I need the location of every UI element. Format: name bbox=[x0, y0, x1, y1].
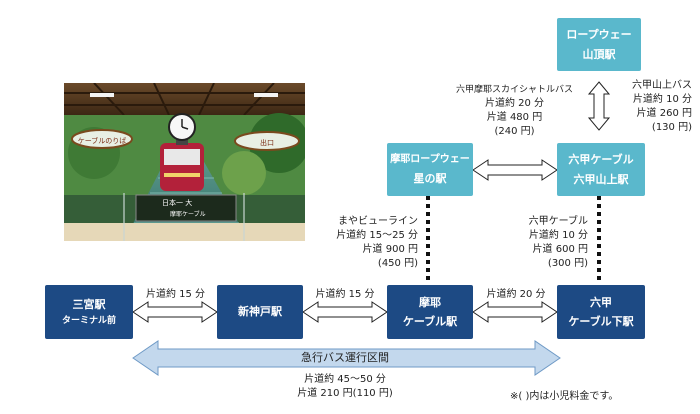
maya-view-line-fare: 片道 900 円 bbox=[362, 244, 418, 255]
skyshuttle-fare: 片道 480 円 bbox=[486, 112, 543, 123]
rokko-cable-child-fare: (300 円) bbox=[547, 258, 588, 269]
station-maya-cable: 摩耶 ケーブル駅 bbox=[387, 285, 473, 339]
station-sannomiya-name: 三宮駅 bbox=[72, 297, 106, 311]
double-arrow-sannomiya-shinkobe bbox=[132, 301, 218, 323]
rokko-cable-name: 六甲ケーブル bbox=[528, 216, 588, 227]
station-rokko-cable-shita: 六甲 ケーブル下駅 bbox=[557, 285, 645, 339]
express-bus-fare: 片道 210 円(110 円) bbox=[297, 388, 393, 399]
ceiling-light-left bbox=[90, 93, 114, 97]
station-sannomiya-sub: ターミナル前 bbox=[61, 315, 116, 326]
station-maya-cable-sub: ケーブル駅 bbox=[402, 315, 458, 328]
maya-view-line-time: 片道約 15～25 分 bbox=[336, 230, 418, 241]
station-maya-ropeway-hoshi-name: 摩耶ロープウェー bbox=[390, 154, 470, 166]
ceiling-light-right bbox=[254, 93, 278, 97]
station-maya-ropeway-hoshi: 摩耶ロープウェー 星の駅 bbox=[387, 143, 473, 196]
segment-sannomiya-shinkobe-time: 片道約 15 分 bbox=[145, 289, 206, 300]
station-shinkobe: 新神戸駅 bbox=[217, 285, 303, 339]
sign-left bbox=[71, 129, 133, 149]
segment-maya-rokko-time: 片道約 20 分 bbox=[486, 289, 546, 300]
station-ropeway-sancho-sub: 山頂駅 bbox=[582, 47, 616, 61]
express-bus-arrow bbox=[132, 340, 561, 376]
station-ropeway-sancho: ロープウェー 山頂駅 bbox=[557, 18, 641, 71]
banner-line2: 摩耶ケーブル bbox=[170, 210, 206, 218]
station-maya-cable-name: 摩耶 bbox=[419, 295, 441, 309]
station-shinkobe-name: 新神戸駅 bbox=[238, 305, 282, 319]
station-rokko-cable-sanjo-name: 六甲ケーブル bbox=[568, 153, 634, 167]
rokko-cable-fare: 片道 600 円 bbox=[532, 244, 588, 255]
express-bus-label: 急行バス運行区間 bbox=[301, 351, 389, 364]
sanjo-bus-name: 六甲山上バス bbox=[632, 80, 692, 91]
station-maya-ropeway-hoshi-sub: 星の駅 bbox=[413, 171, 447, 185]
maya-view-line-name: まやビューライン bbox=[338, 216, 418, 227]
banner bbox=[135, 194, 237, 222]
sanjo-bus-fare: 片道 260 円 bbox=[636, 108, 692, 119]
station-photo-illustration: ケーブルのりば 出口 日本一 大 摩耶ケーブル bbox=[64, 83, 305, 241]
maya-view-line-child-fare: (450 円) bbox=[377, 258, 418, 269]
sign-right-text: 出口 bbox=[260, 138, 274, 147]
sanjo-bus-time: 片道約 10 分 bbox=[632, 94, 692, 105]
double-arrow-sanjo-sancho bbox=[587, 81, 611, 131]
station-sannomiya: 三宮駅 ターミナル前 bbox=[45, 285, 133, 339]
skyshuttle-child-fare: (240 円) bbox=[494, 126, 535, 137]
segment-rokko-cable: 六甲ケーブル 片道約 10 分 片道 600 円 (300 円) bbox=[500, 215, 588, 271]
skyshuttle-name: 六甲摩耶スカイシャトルバス bbox=[455, 85, 573, 95]
station-rokko-cable-shita-sub: ケーブル下駅 bbox=[568, 315, 634, 328]
station-photo: ケーブルのりば 出口 日本一 大 摩耶ケーブル bbox=[64, 83, 305, 241]
double-arrow-maya-rokko bbox=[472, 301, 558, 323]
station-ropeway-sancho-name: ロープウェー bbox=[566, 28, 632, 42]
segment-maya-view-line: まやビューライン 片道約 15～25 分 片道 900 円 (450 円) bbox=[318, 215, 418, 271]
station-rokko-cable-sanjo: 六甲ケーブル 六甲山上駅 bbox=[557, 143, 645, 196]
segment-skyshuttle: 六甲摩耶スカイシャトルバス 片道約 20 分 片道 480 円 (240 円) bbox=[452, 83, 577, 139]
segment-shinkobe-maya-time: 片道約 15 分 bbox=[315, 289, 375, 300]
sanjo-bus-child-fare: (130 円) bbox=[651, 122, 692, 133]
double-arrow-hoshi-sanjo bbox=[472, 159, 558, 181]
banner-line1: 日本一 大 bbox=[162, 198, 192, 207]
rokko-cable-time: 片道約 10 分 bbox=[528, 230, 588, 241]
sign-left-text: ケーブルのりば bbox=[78, 136, 127, 145]
station-rokko-cable-shita-name: 六甲 bbox=[590, 295, 612, 309]
sign-right bbox=[234, 131, 300, 151]
express-bus-time: 片道約 45～50 分 bbox=[304, 374, 386, 385]
segment-sanjo-bus: 六甲山上バス 片道約 10 分 片道 260 円 (130 円) bbox=[612, 79, 692, 135]
skyshuttle-time: 片道約 20 分 bbox=[484, 98, 545, 109]
double-arrow-shinkobe-maya bbox=[302, 301, 388, 323]
footnote: ※( )内は小児料金です。 bbox=[510, 391, 619, 402]
station-rokko-cable-sanjo-sub: 六甲山上駅 bbox=[573, 172, 629, 186]
